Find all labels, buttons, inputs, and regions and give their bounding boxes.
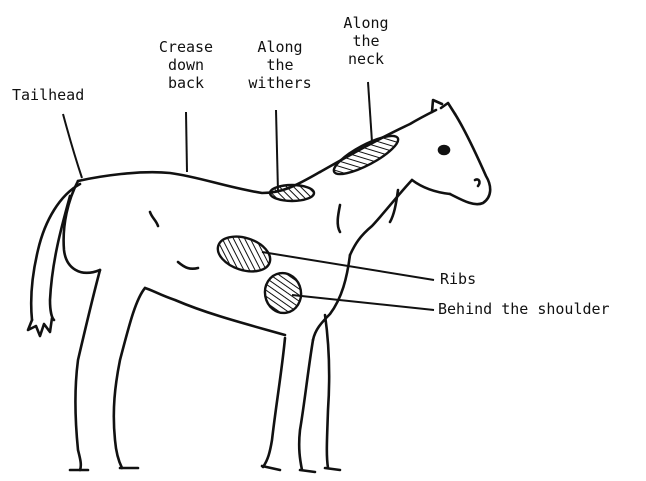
neck-fat-area [330, 129, 403, 180]
label-tailhead: Tailhead [12, 86, 84, 104]
label-crease-line-2: down [150, 56, 222, 74]
label-neck-line-3: neck [332, 50, 400, 68]
leader-tailhead [63, 114, 82, 178]
label-withers-line-1: Along [236, 38, 324, 56]
label-withers-line-2: the [236, 56, 324, 74]
label-behind-shoulder: Behind the shoulder [438, 300, 610, 318]
label-along-neck: Along the neck [332, 14, 400, 68]
label-crease-down-back: Crease down back [150, 38, 222, 92]
behind-shoulder-fat-area [262, 270, 304, 316]
label-neck-line-1: Along [332, 14, 400, 32]
ribs-fat-area [213, 230, 274, 277]
leader-shoulder [292, 295, 434, 310]
label-ribs: Ribs [440, 270, 476, 288]
label-neck-line-2: the [332, 32, 400, 50]
label-withers-line-3: withers [236, 74, 324, 92]
leader-withers [276, 110, 278, 192]
leader-neck [368, 82, 372, 142]
leader-lines [63, 82, 434, 310]
horse-illustration [28, 100, 490, 472]
label-along-withers: Along the withers [236, 38, 324, 92]
label-crease-line-1: Crease [150, 38, 222, 56]
leader-crease [186, 112, 187, 172]
label-crease-line-3: back [150, 74, 222, 92]
withers-fat-area [270, 185, 314, 201]
